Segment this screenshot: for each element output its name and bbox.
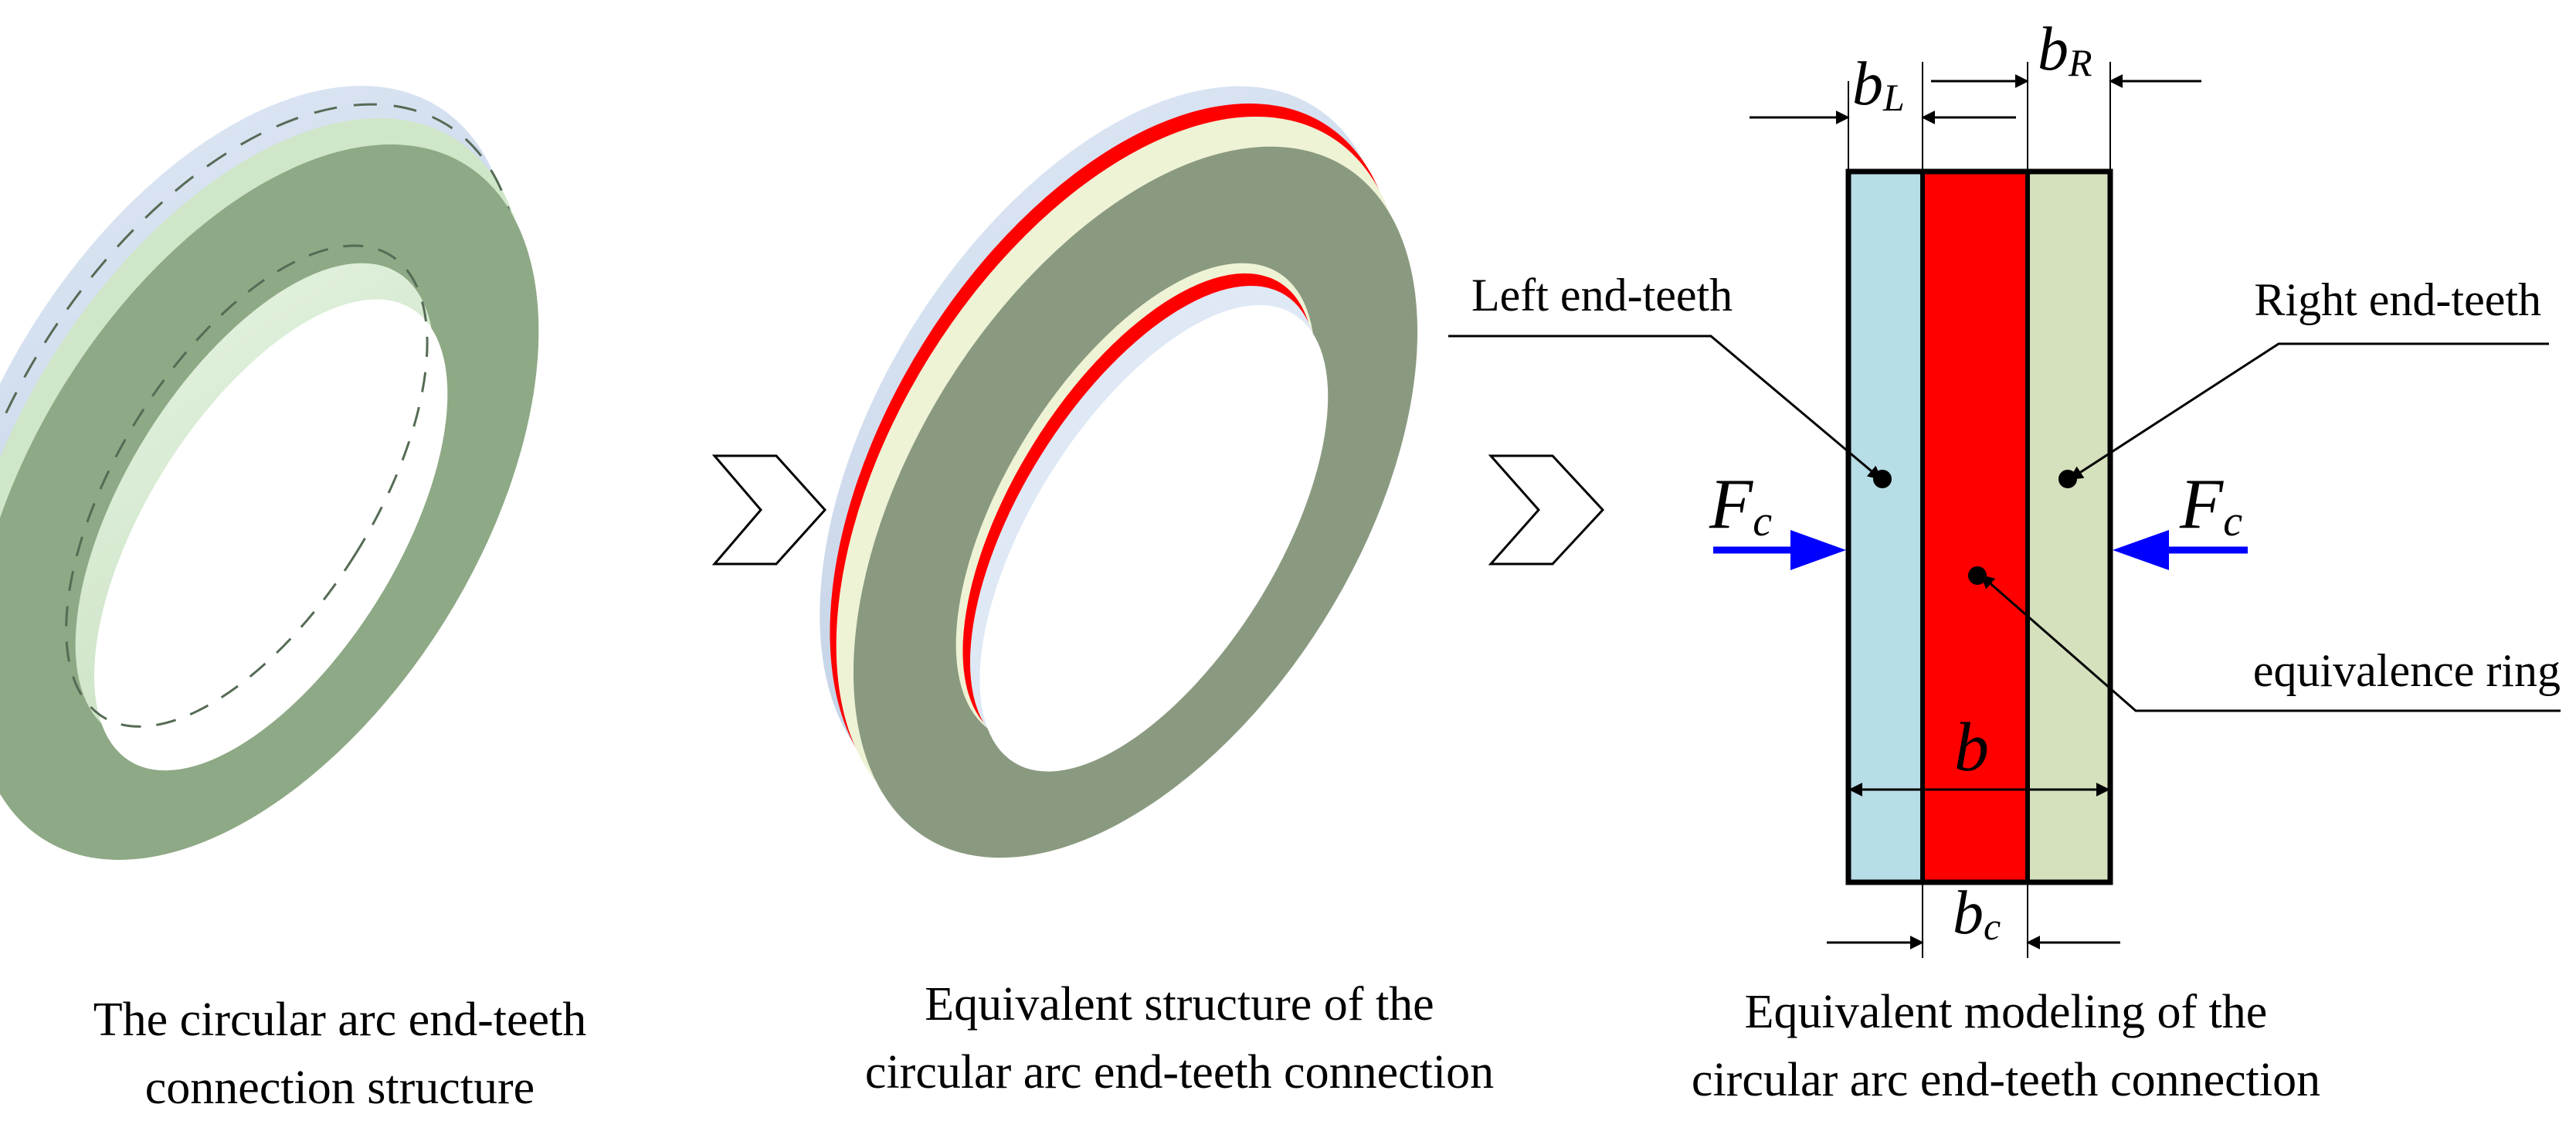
caption-panel-2-line-1: Equivalent structure of the: [925, 978, 1434, 1031]
ring-point: [1968, 566, 1987, 585]
symbol-b: b: [1954, 709, 1989, 786]
leader-right-teeth: [2069, 342, 2549, 481]
model-outline: [1845, 168, 2113, 885]
left-teeth-strip: [1848, 172, 1923, 882]
equivalence-ring-strip: [1923, 172, 2028, 882]
caption-panel-1-line-2: connection structure: [145, 1062, 535, 1114]
symbol-fc-right: Fc: [2179, 464, 2242, 545]
leader-left-teeth: [1448, 335, 1882, 481]
right-teeth-strip: [2028, 172, 2110, 882]
force-right-arrow-icon: [2113, 530, 2169, 570]
caption-panel-1-line-1: The circular arc end-teeth: [93, 994, 587, 1046]
symbol-fc-left: Fc: [1709, 464, 1772, 545]
label-right-end-teeth: Right end-teeth: [2254, 274, 2541, 325]
left-teeth-point: [1873, 470, 1892, 488]
chevron-arrow-1-icon: [711, 454, 827, 566]
leader-equivalence-ring: [1980, 574, 2561, 712]
label-equivalence-ring: equivalence ring: [2253, 645, 2561, 696]
ring1-bore-teeth: [65, 244, 429, 728]
ring2-bore-opening: [979, 304, 1329, 772]
panel-2-equivalent-ring: [820, 86, 1418, 858]
symbol-bl: bL: [1852, 50, 1905, 119]
force-left-arrow-icon: [1790, 530, 1846, 570]
right-teeth-point: [2058, 470, 2077, 488]
caption-panel-2-line-2: circular arc end-teeth connection: [865, 1046, 1494, 1099]
caption-panel-3-line-2: circular arc end-teeth connection: [1692, 1054, 2320, 1106]
symbol-br: bR: [2038, 15, 2092, 84]
label-left-end-teeth: Left end-teeth: [1471, 270, 1733, 321]
chevron-arrow-2-icon: [1488, 454, 1605, 566]
caption-panel-3-line-1: Equivalent modeling of the: [1745, 986, 2268, 1038]
ring1-bore-opening: [93, 299, 448, 771]
symbol-bc: bc: [1953, 879, 2001, 948]
panel-3-model: [1448, 62, 2561, 958]
panel-1-teeth-ring: [0, 86, 539, 860]
